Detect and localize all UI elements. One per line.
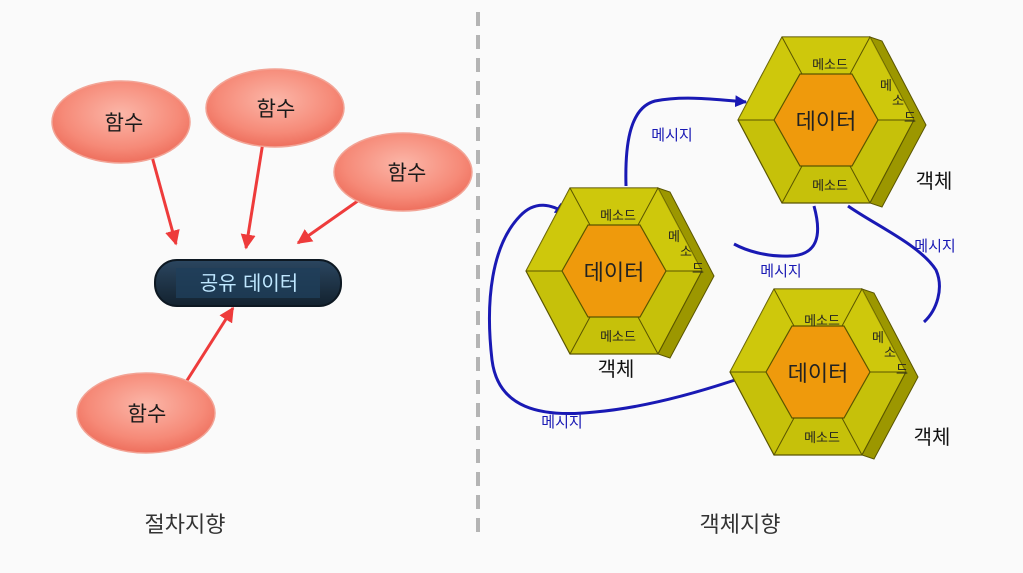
method-side-char: 소 [884, 346, 896, 361]
method-side-char: 드 [904, 111, 916, 126]
message-label: 메시지 [651, 126, 692, 144]
method-label-bottom: 메소드 [804, 431, 840, 446]
function-label: 함수 [105, 111, 144, 135]
method-side-char: 소 [680, 245, 692, 260]
object-oriented-caption: 객체지향 [700, 513, 781, 538]
message-connector [624, 95, 748, 187]
data-label: 데이터 [788, 362, 849, 387]
method-side-char: 메 [668, 230, 680, 245]
object-label: 객체 [598, 357, 635, 381]
method-side-char: 소 [892, 94, 904, 109]
object-label: 객체 [916, 169, 953, 193]
object-node: 데이터 메소드 메소드 메 소 드 [729, 288, 919, 460]
object-node: 데이터 메소드 메소드 메 소 드 [525, 187, 715, 359]
message-connector [487, 202, 736, 416]
function-label: 함수 [257, 97, 296, 121]
function-arrow [296, 196, 363, 245]
object-label: 객체 [914, 425, 951, 449]
function-node: 함수 [333, 132, 473, 212]
object-oriented-diagram: 데이터 메소드 메소드 메 소 드 객체 데이터 메소드 메소드 메 소 드 [487, 36, 956, 538]
function-label: 함수 [128, 402, 167, 426]
method-side-char: 드 [896, 363, 908, 378]
procedural-diagram: 함수 함수 함수 함수 공유 데이터 절차지향 [51, 68, 473, 538]
message-label: 메시지 [760, 262, 801, 280]
function-arrow [240, 141, 265, 250]
method-side-char: 메 [872, 331, 884, 346]
shared-data-label: 공유 데이터 [200, 271, 298, 295]
method-label-bottom: 메소드 [600, 330, 636, 345]
function-label: 함수 [388, 161, 427, 185]
method-side-char: 메 [880, 79, 892, 94]
procedural-caption: 절차지향 [145, 513, 226, 538]
shared-data-box: 공유 데이터 [154, 259, 342, 307]
method-label-top: 메소드 [804, 314, 840, 329]
function-node: 함수 [51, 80, 191, 164]
function-arrow [184, 306, 235, 383]
method-side-char: 드 [692, 262, 704, 277]
method-label-top: 메소드 [600, 209, 636, 224]
method-label-top: 메소드 [812, 58, 848, 73]
message-connector [847, 204, 941, 324]
message-label: 메시지 [541, 413, 582, 431]
function-node: 함수 [76, 372, 216, 454]
message-label: 메시지 [914, 237, 955, 255]
function-node: 함수 [205, 68, 345, 148]
message-connector [733, 205, 820, 258]
data-label: 데이터 [796, 110, 857, 135]
method-label-bottom: 메소드 [812, 179, 848, 194]
object-node: 데이터 메소드 메소드 메 소 드 [737, 36, 927, 208]
data-label: 데이터 [584, 261, 645, 286]
